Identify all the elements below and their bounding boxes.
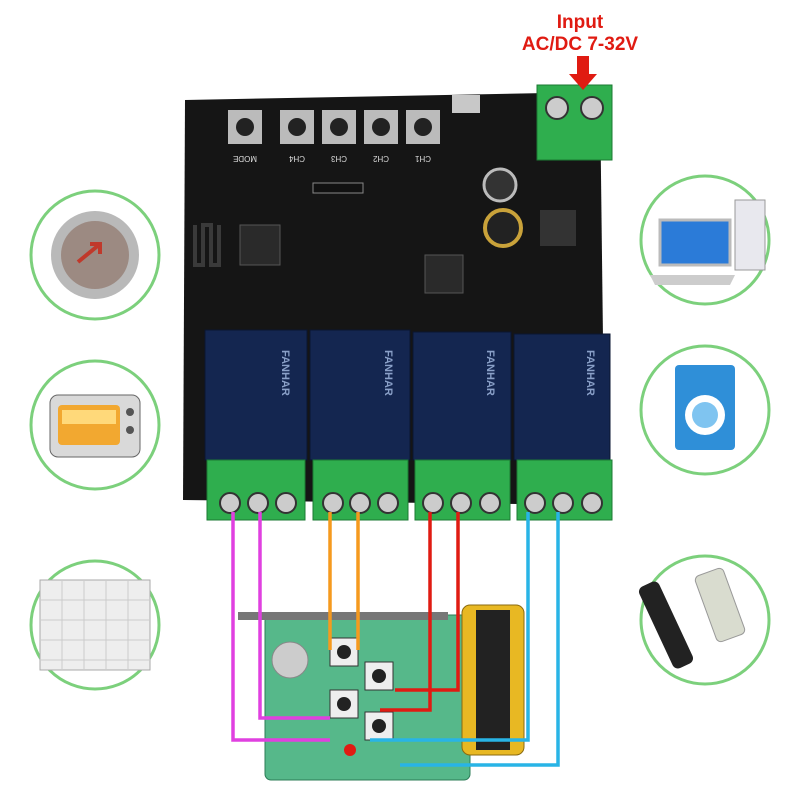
button-mode[interactable]: [228, 110, 262, 144]
relays: [204, 329, 611, 461]
wire-cyan: [370, 512, 560, 767]
inductor: [540, 210, 576, 246]
desktop-computer-icon: [650, 199, 766, 285]
chip: [424, 254, 464, 294]
elevator-button-icon: [51, 211, 139, 299]
wires: [231, 512, 560, 767]
label-mode: MODE: [233, 154, 257, 163]
input-label-line1: Input: [556, 12, 604, 33]
relay-brand: FANHAR: [279, 350, 291, 396]
washing-machine-icon: [675, 365, 735, 450]
relay-1: [513, 333, 611, 461]
button-ch3[interactable]: [322, 110, 356, 144]
wire-pink: [231, 512, 330, 742]
wire-red: [380, 512, 460, 712]
arrow-down-icon: [569, 56, 597, 90]
label-ch3: CH3: [330, 154, 347, 163]
relay-brand: FANHAR: [484, 350, 496, 396]
wire-orange: [328, 512, 360, 650]
label-ch2: CH2: [372, 154, 389, 163]
pin-header: [312, 182, 364, 194]
crystal: [271, 641, 309, 679]
capacitor: [482, 167, 518, 203]
capacitor: [483, 208, 523, 248]
relay-3: [309, 329, 411, 461]
relay-board: MODE CH4 CH3 CH2 CH1 FANHAR FANHAR FANHA…: [183, 84, 613, 521]
input-label-line2: AC/DC 7-32V: [521, 34, 639, 55]
channel-buttons: [228, 110, 440, 144]
toaster-oven-icon: [49, 394, 141, 458]
remote-control-icon: [638, 567, 746, 669]
battery: [461, 604, 525, 756]
relay-4: [204, 329, 308, 461]
pcb-antenna: [193, 223, 221, 267]
led: [344, 744, 356, 756]
remote-module: [238, 604, 525, 781]
button-ch4[interactable]: [280, 110, 314, 144]
relay-brand: FANHAR: [382, 350, 394, 396]
label-ch1: CH1: [414, 154, 431, 163]
button-ch1[interactable]: [406, 110, 440, 144]
input-terminal: [536, 84, 613, 161]
chip: [239, 224, 281, 266]
relay-brand: FANHAR: [584, 350, 596, 396]
button-ch2[interactable]: [364, 110, 398, 144]
antenna: [238, 612, 448, 620]
usb-port: [452, 95, 480, 113]
garage-door-icon: [39, 579, 151, 671]
relay-2: [412, 331, 512, 461]
label-ch4: CH4: [288, 154, 305, 163]
output-terminals: [206, 459, 613, 521]
